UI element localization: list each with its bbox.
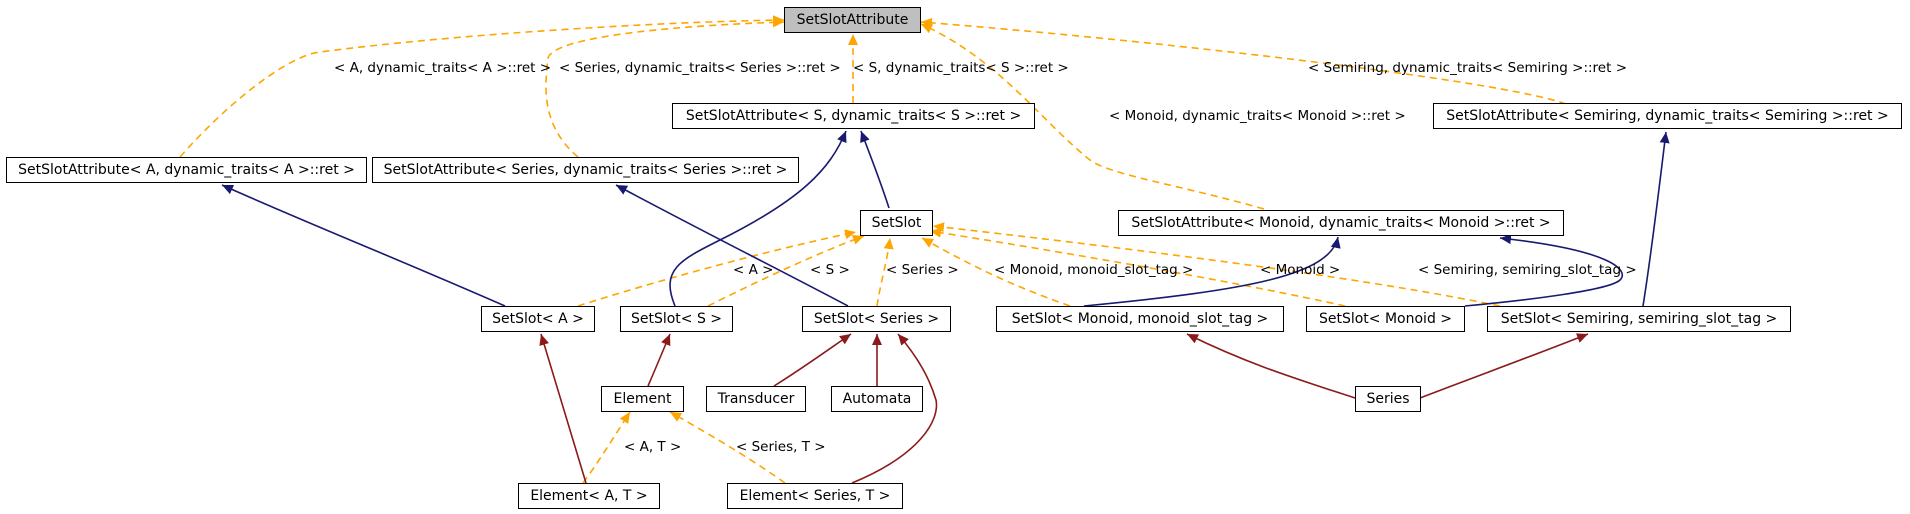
node-setslot-a[interactable]: SetSlot< A > — [481, 306, 595, 332]
node-setslotattribute[interactable]: SetSlotAttribute — [784, 7, 921, 33]
edge-ss-semiring-tag-to-setslot — [932, 222, 1501, 307]
node-setslot-monoid-tag[interactable]: SetSlot< Monoid, monoid_slot_tag > — [996, 306, 1284, 332]
use-edges — [539, 333, 1589, 484]
node-ssa-series[interactable]: SetSlotAttribute< Series, dynamic_traits… — [372, 157, 799, 183]
label-semiring-tag: < Semiring, semiring_slot_tag > — [1418, 262, 1637, 278]
label-semiring-dyn: < Semiring, dynamic_traits< Semiring >::… — [1308, 60, 1627, 76]
edge-ssa-series-to-root — [545, 17, 785, 158]
label-monoid: < Monoid > — [1260, 262, 1340, 278]
edge-ss-series-to-setslot — [876, 237, 894, 307]
edge-ss-a-to-ssa-a — [221, 184, 506, 307]
node-setslot-s[interactable]: SetSlot< S > — [620, 306, 733, 332]
template-edges — [179, 15, 1567, 484]
edge-series-to-ss-semiring-tag — [1419, 333, 1589, 399]
edge-ss-monoid-to-setslot — [929, 227, 1346, 307]
edge-ss-s-to-ssa-s — [669, 130, 847, 307]
node-series[interactable]: Series — [1355, 386, 1421, 412]
label-series-t: < Series, T > — [736, 439, 826, 455]
edge-ssa-monoid-to-root — [920, 23, 1265, 210]
edge-labels: < A, dynamic_traits< A >::ret > < Series… — [334, 60, 1637, 455]
node-setslot-series[interactable]: SetSlot< Series > — [802, 306, 951, 332]
label-a: < A > — [733, 262, 773, 278]
edge-element-a-t-to-element — [582, 411, 631, 484]
node-transducer[interactable]: Transducer — [706, 386, 806, 412]
label-series: < Series > — [886, 262, 959, 278]
edge-element-series-t-to-ss-series — [851, 333, 938, 484]
node-setslot[interactable]: SetSlot — [860, 210, 933, 236]
edge-ssa-a-to-root — [179, 15, 785, 158]
node-ssa-a[interactable]: SetSlotAttribute< A, dynamic_traits< A >… — [6, 157, 367, 183]
label-s-dyn: < S, dynamic_traits< S >::ret > — [853, 60, 1069, 76]
edge-ssa-semiring-to-root — [920, 17, 1567, 105]
edge-ss-monoid-tag-to-ssa-monoid — [1083, 236, 1341, 307]
edge-ss-semiring-tag-to-ssa-semiring — [1642, 131, 1670, 307]
node-setslot-semiring-tag[interactable]: SetSlot< Semiring, semiring_slot_tag > — [1487, 306, 1791, 332]
node-ssa-monoid[interactable]: SetSlotAttribute< Monoid, dynamic_traits… — [1118, 210, 1564, 236]
edge-series-to-ss-monoid-tag — [1186, 333, 1356, 399]
label-monoid-dyn: < Monoid, dynamic_traits< Monoid >::ret … — [1109, 108, 1406, 124]
edge-ss-s-to-setslot — [707, 235, 865, 307]
edge-ss-monoid-to-ssa-monoid — [1464, 234, 1624, 307]
node-setslot-monoid[interactable]: SetSlot< Monoid > — [1306, 306, 1465, 332]
edge-ss-a-to-setslot — [577, 229, 857, 307]
label-a-t: < A, T > — [624, 439, 681, 455]
edge-element-a-t-to-ss-a — [539, 333, 587, 484]
node-ssa-s[interactable]: SetSlotAttribute< S, dynamic_traits< S >… — [672, 103, 1035, 129]
node-element-series-t[interactable]: Element< Series, T > — [727, 483, 903, 509]
inherit-edges — [221, 130, 1670, 307]
node-element-a-t[interactable]: Element< A, T > — [518, 483, 660, 509]
label-s: < S > — [810, 262, 850, 278]
node-automata[interactable]: Automata — [831, 386, 923, 412]
label-monoid-tag: < Monoid, monoid_slot_tag > — [994, 262, 1193, 278]
label-series-dyn: < Series, dynamic_traits< Series >::ret … — [559, 60, 841, 76]
edge-element-to-ss-s — [647, 333, 671, 387]
label-a-dyn: < A, dynamic_traits< A >::ret > — [334, 60, 551, 76]
node-ssa-semiring[interactable]: SetSlotAttribute< Semiring, dynamic_trai… — [1433, 103, 1902, 129]
edge-ss-monoid-tag-to-setslot — [921, 237, 1071, 307]
node-element[interactable]: Element — [601, 386, 684, 412]
edge-ss-series-to-ssa-series — [615, 184, 849, 307]
edge-setslot-to-ssa-s — [860, 130, 890, 209]
edge-transducer-to-ss-series — [773, 333, 852, 387]
